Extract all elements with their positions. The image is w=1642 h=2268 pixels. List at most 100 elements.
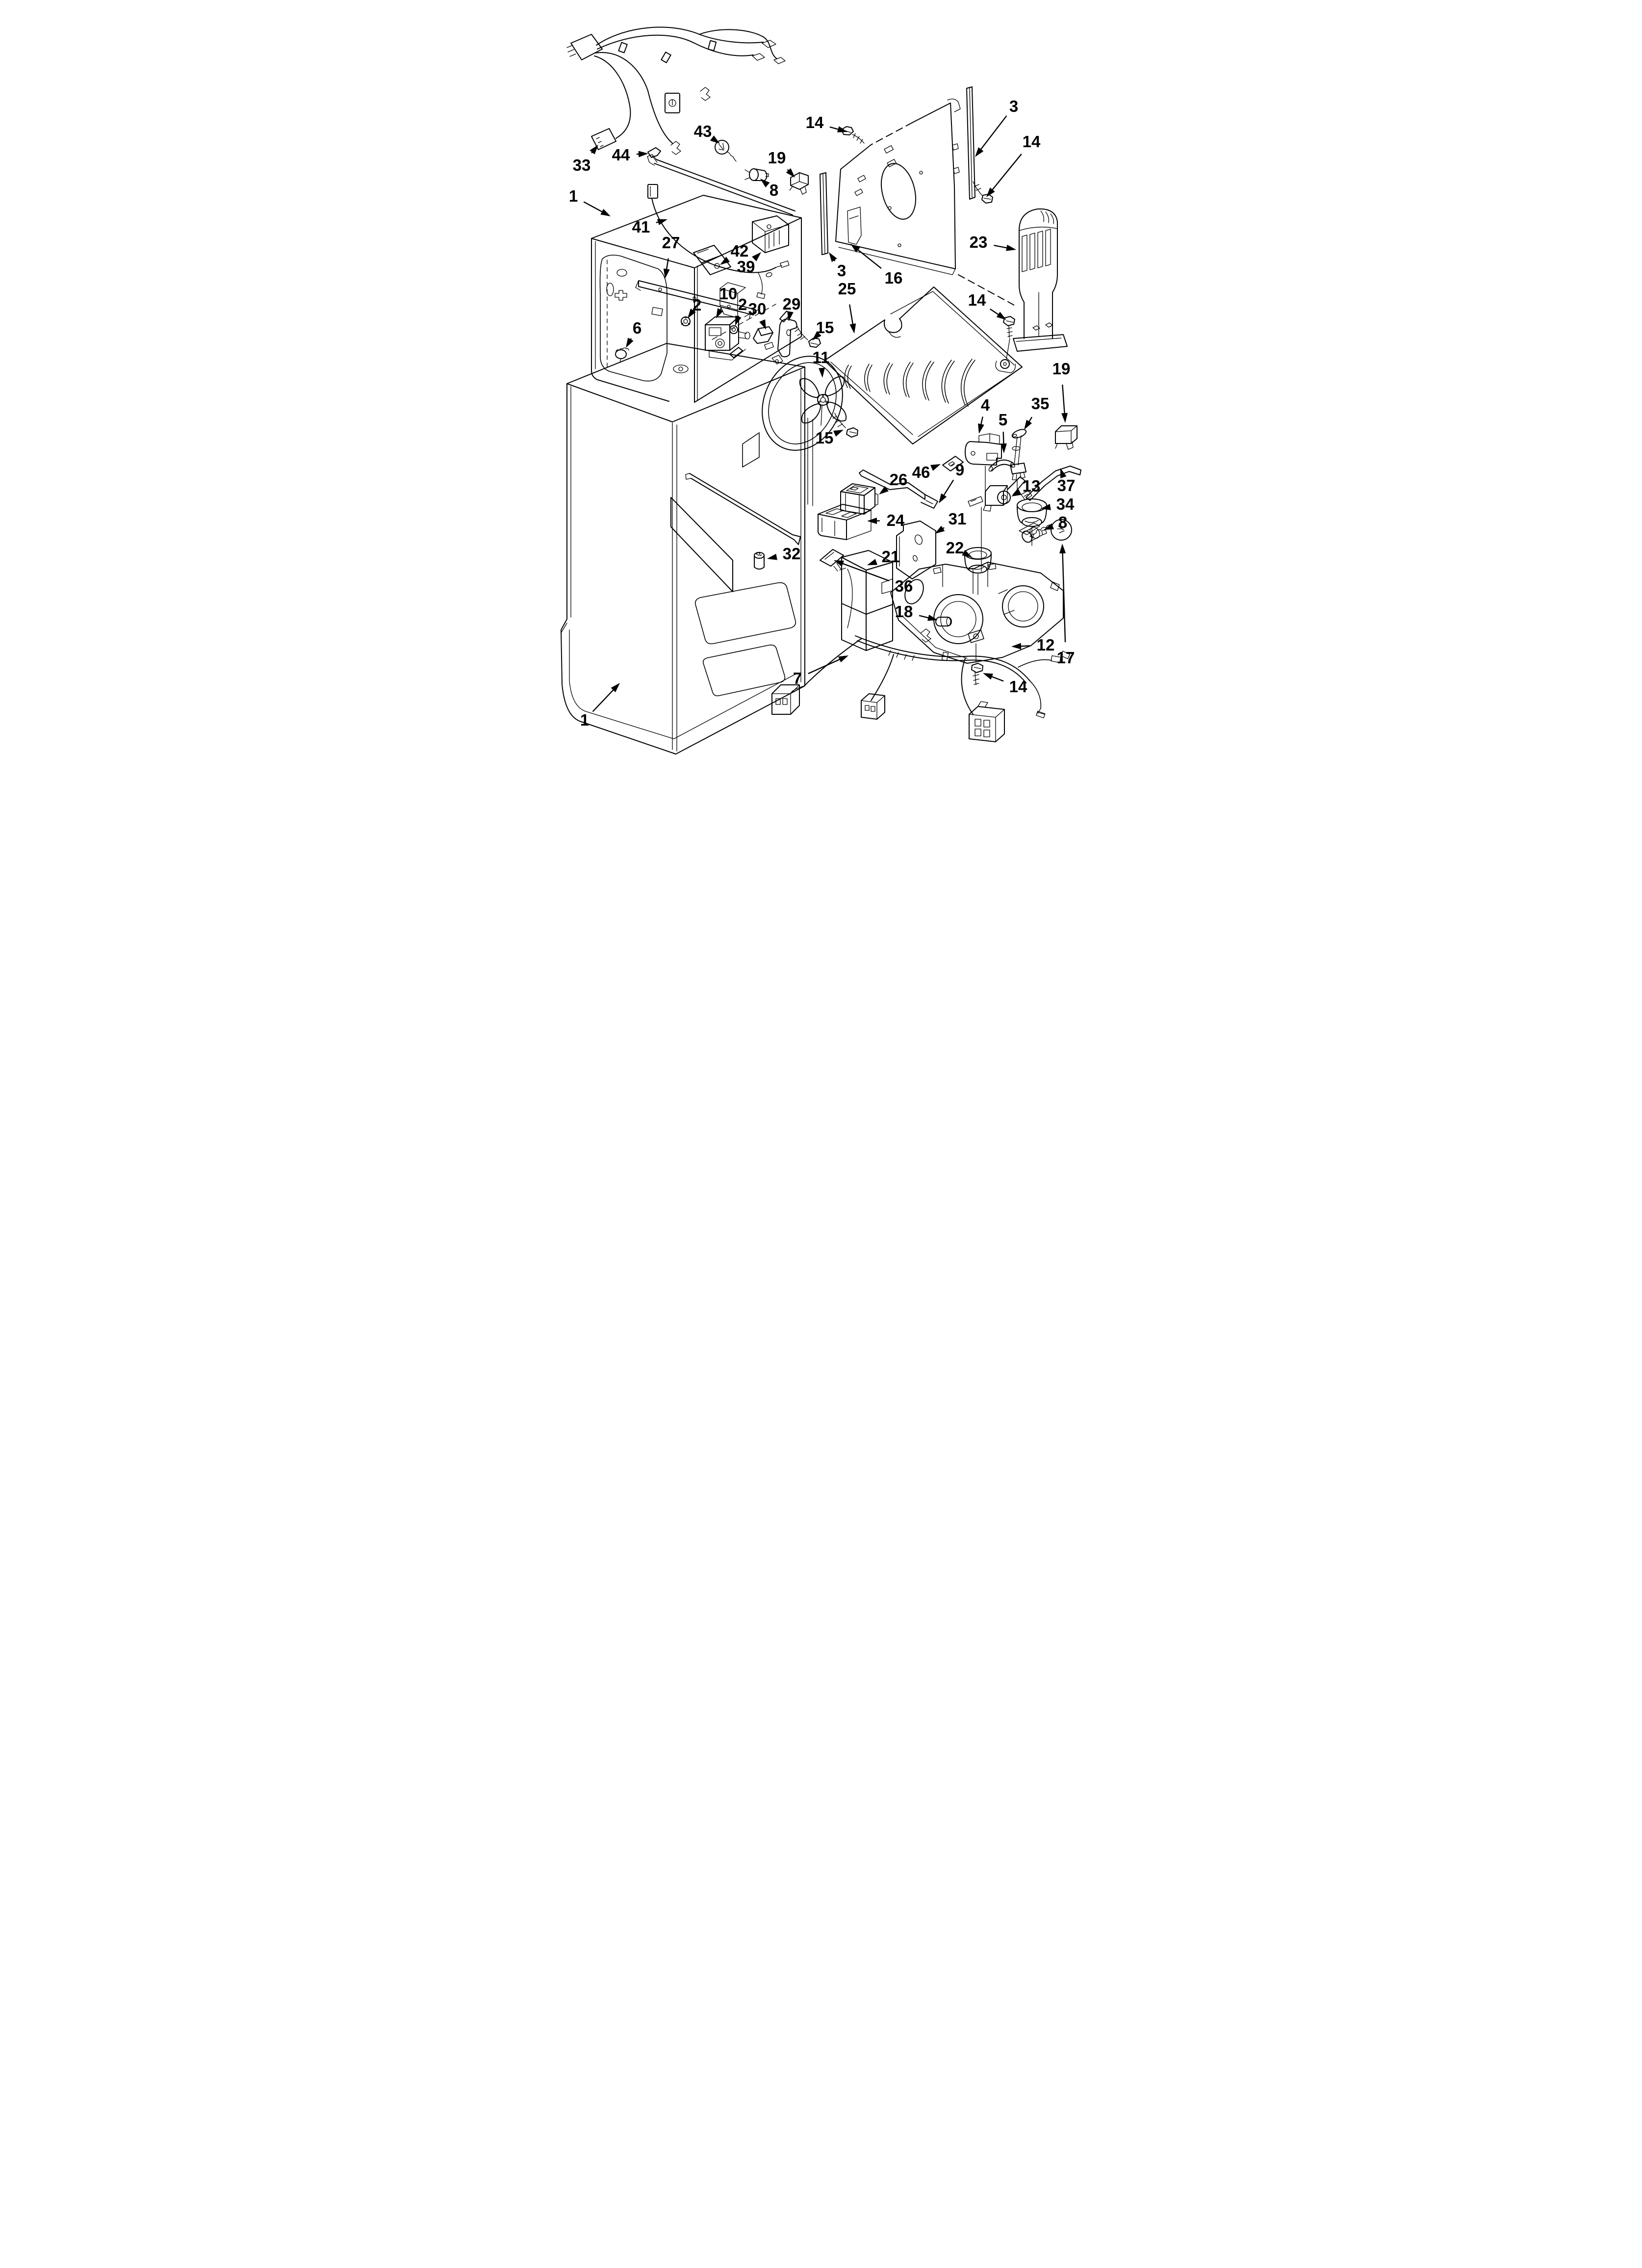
callout-label-29-17: 29 bbox=[783, 295, 801, 313]
air-duct-tower bbox=[1013, 208, 1068, 352]
callout-arrowhead bbox=[850, 244, 860, 253]
callout-arrowhead bbox=[787, 311, 794, 321]
callout-arrowhead bbox=[1041, 504, 1051, 510]
zigzag-bracket bbox=[859, 469, 938, 509]
callout-label-16-20: 16 bbox=[885, 269, 903, 287]
callout-arrowhead bbox=[935, 525, 945, 534]
callout-label-19-4: 19 bbox=[768, 149, 786, 167]
callout-arrowhead bbox=[1000, 443, 1007, 453]
callout-arrowhead bbox=[837, 126, 847, 132]
callout-leader bbox=[855, 247, 882, 269]
evaporator-cover bbox=[824, 287, 1023, 444]
grommet-cup-34 bbox=[1017, 498, 1047, 546]
callout-arrowhead bbox=[688, 308, 696, 318]
callout-label-2-15: 2 bbox=[738, 295, 747, 313]
callout-arrowhead bbox=[1024, 419, 1032, 430]
callout-label-36-42: 36 bbox=[895, 577, 913, 595]
trim-strip-right bbox=[966, 86, 975, 200]
callout-label-21-41: 21 bbox=[882, 547, 900, 566]
exploded-parts-diagram: 3344438191431414127423921023029615163251… bbox=[561, 26, 1081, 755]
callout-arrowhead bbox=[1044, 523, 1054, 530]
callout-arrowhead bbox=[1006, 244, 1016, 251]
callout-label-12-45: 12 bbox=[1037, 636, 1055, 654]
callout-label-17-46: 17 bbox=[1057, 649, 1075, 667]
screw-14-bottom bbox=[971, 663, 983, 685]
thermal-fuse bbox=[935, 617, 952, 626]
callout-arrowhead bbox=[962, 549, 972, 557]
callout-label-6-18: 6 bbox=[633, 319, 641, 337]
callout-arrowhead bbox=[1060, 468, 1067, 479]
callout-label-37-35: 37 bbox=[1057, 476, 1076, 495]
callout-label-7-48: 7 bbox=[793, 669, 802, 687]
callout-arrowhead bbox=[812, 331, 821, 340]
callout-label-14-7: 14 bbox=[1023, 132, 1041, 151]
rear-panel bbox=[835, 99, 1015, 306]
callout-label-11-25: 11 bbox=[813, 348, 830, 366]
callout-label-23-24: 23 bbox=[970, 233, 988, 251]
callout-leader bbox=[1062, 550, 1066, 643]
cover-plate bbox=[896, 521, 936, 579]
thermostat bbox=[705, 316, 750, 361]
callout-arrowhead bbox=[752, 252, 761, 261]
callout-arrowhead bbox=[1061, 413, 1068, 423]
callout-label-44-1: 44 bbox=[612, 146, 630, 164]
callout-arrowhead bbox=[849, 323, 856, 334]
callout-label-19-26: 19 bbox=[1052, 360, 1071, 378]
callout-label-4-28: 4 bbox=[981, 396, 990, 414]
wire-harness-top bbox=[566, 26, 786, 155]
callout-label-14-47: 14 bbox=[1009, 678, 1027, 696]
callout-leader bbox=[583, 201, 605, 214]
callout-arrowhead bbox=[638, 151, 648, 157]
fan-blade bbox=[799, 376, 847, 426]
callout-leader bbox=[808, 657, 843, 675]
callout-leader bbox=[978, 115, 1007, 152]
top-trim-rail bbox=[647, 147, 795, 253]
wire-harness-bottom bbox=[771, 628, 1071, 742]
screw-15-lower bbox=[832, 413, 858, 438]
callout-label-32-44: 32 bbox=[783, 545, 801, 563]
callout-label-18-43: 18 bbox=[895, 602, 913, 621]
callout-arrowhead bbox=[983, 673, 993, 680]
freezer-liner bbox=[591, 195, 802, 403]
callout-label-33-0: 33 bbox=[573, 156, 591, 174]
callout-label-9-33: 9 bbox=[955, 461, 964, 479]
callout-arrowhead bbox=[867, 518, 877, 524]
callout-arrowhead bbox=[986, 187, 995, 197]
callout-leader bbox=[592, 687, 616, 712]
callout-leader bbox=[990, 154, 1022, 192]
callout-label-46-30: 46 bbox=[912, 463, 930, 481]
screw-14-top bbox=[841, 126, 865, 144]
trim-strip-left bbox=[820, 172, 828, 255]
callout-label-3-21: 3 bbox=[837, 261, 846, 280]
callout-arrowhead bbox=[833, 430, 844, 437]
callout-arrowhead bbox=[760, 179, 770, 187]
callout-label-14-23: 14 bbox=[968, 291, 986, 309]
callout-label-41-9: 41 bbox=[632, 218, 650, 236]
callout-label-25-22: 25 bbox=[838, 280, 856, 298]
grommets bbox=[615, 316, 738, 363]
callout-arrowhead bbox=[975, 147, 984, 157]
callout-arrowhead bbox=[939, 493, 947, 503]
callout-label-8-40: 8 bbox=[1058, 513, 1067, 531]
callout-arrowhead bbox=[829, 252, 837, 262]
callout-arrowhead bbox=[1011, 643, 1022, 650]
callout-label-2-13: 2 bbox=[693, 296, 701, 314]
callout-arrowhead bbox=[786, 168, 795, 178]
callout-arrowhead bbox=[600, 209, 611, 216]
callout-arrowhead bbox=[879, 486, 889, 495]
callout-arrowhead bbox=[735, 315, 742, 326]
callout-arrowhead bbox=[663, 268, 670, 279]
callout-arrowhead bbox=[720, 257, 730, 265]
callout-label-1-49: 1 bbox=[580, 711, 589, 729]
callout-label-15-19: 15 bbox=[816, 318, 834, 337]
callout-label-26-32: 26 bbox=[890, 470, 908, 489]
callout-arrowhead bbox=[996, 312, 1006, 320]
damper-control bbox=[965, 433, 1002, 491]
callout-label-39-12: 39 bbox=[737, 258, 755, 276]
callout-label-22-38: 22 bbox=[946, 539, 964, 557]
callout-arrowhead bbox=[716, 308, 723, 318]
callout-arrowhead bbox=[838, 655, 848, 663]
callout-label-30-16: 30 bbox=[748, 300, 767, 318]
